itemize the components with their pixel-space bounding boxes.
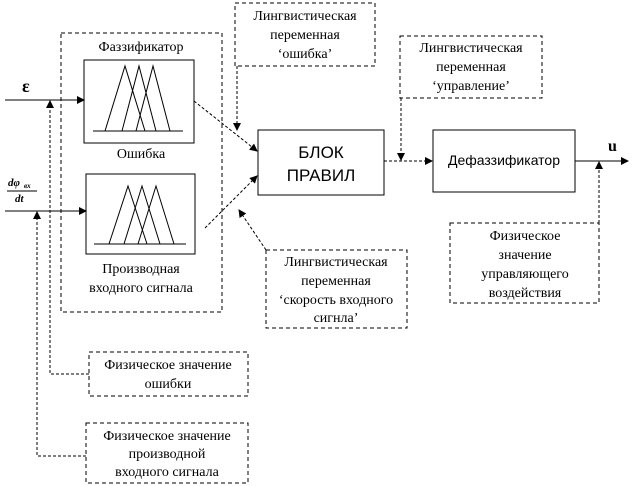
note-phys-control-4: воздействия (489, 286, 562, 301)
input-deriv-den: dt (15, 193, 25, 205)
pointer-phys-error (46, 100, 89, 375)
note-ling-speed-4: сигнла’ (314, 311, 359, 326)
note-ling-speed-1: Лингвистическая (284, 255, 388, 270)
input-deriv-sub: вх (24, 182, 31, 190)
pointer-phys-derivative (33, 211, 86, 457)
defuzzifier-label: Дефаззификатор (448, 152, 560, 168)
note-phys-error (88, 351, 249, 397)
note-phys-derivative-2: производной (129, 447, 206, 462)
note-ling-speed-3: ‘скорость входного (279, 293, 393, 308)
mf-derivative-label-2: входного сигнала (89, 281, 193, 296)
rule-block-line1: БЛОК (298, 143, 344, 162)
note-phys-control-2: значение (498, 248, 551, 263)
fuzzifier-group (60, 32, 223, 313)
note-phys-derivative-3: входного сигнала (115, 465, 219, 480)
fuzzifier-title: Фаззификатор (99, 40, 184, 55)
note-ling-error-3: ‘ошибка’ (278, 47, 333, 62)
mf-error-box (83, 59, 195, 144)
note-phys-control-3: управляющего (481, 267, 568, 282)
rule-block (257, 129, 385, 196)
mf-derivative-label-1: Производная (102, 262, 180, 277)
note-ling-speed (265, 249, 408, 329)
rule-block-line2: ПРАВИЛ (287, 166, 355, 185)
input-deriv-num: dφ (8, 177, 21, 189)
note-ling-control (399, 35, 543, 99)
note-ling-error (234, 2, 376, 67)
note-ling-error-1: Лингвистическая (253, 9, 357, 24)
note-ling-control-3: ‘управление’ (432, 79, 510, 94)
note-phys-derivative (85, 422, 249, 484)
pointer-ling-speed (238, 209, 267, 251)
input-epsilon: ε (22, 76, 30, 96)
note-phys-error-2: ошибки (145, 377, 192, 392)
note-phys-control-1: Физическое (490, 229, 561, 244)
output-label: u (608, 138, 617, 155)
mf-derivative-box (85, 173, 196, 255)
defuzzifier-block (432, 129, 576, 193)
note-phys-derivative-1: Физическое значение (103, 429, 231, 444)
arrow-error-to-rules (193, 100, 258, 152)
note-ling-control-2: переменная (436, 60, 506, 75)
note-ling-error-2: переменная (270, 28, 340, 43)
note-ling-control-1: Лингвистическая (419, 41, 523, 56)
arrow-derivative-to-rules (204, 175, 258, 229)
note-phys-error-1: Физическое значение (104, 358, 232, 373)
note-phys-control (449, 222, 600, 304)
note-ling-speed-2: переменная (301, 274, 371, 289)
mf-error-label: Ошибка (117, 147, 166, 162)
